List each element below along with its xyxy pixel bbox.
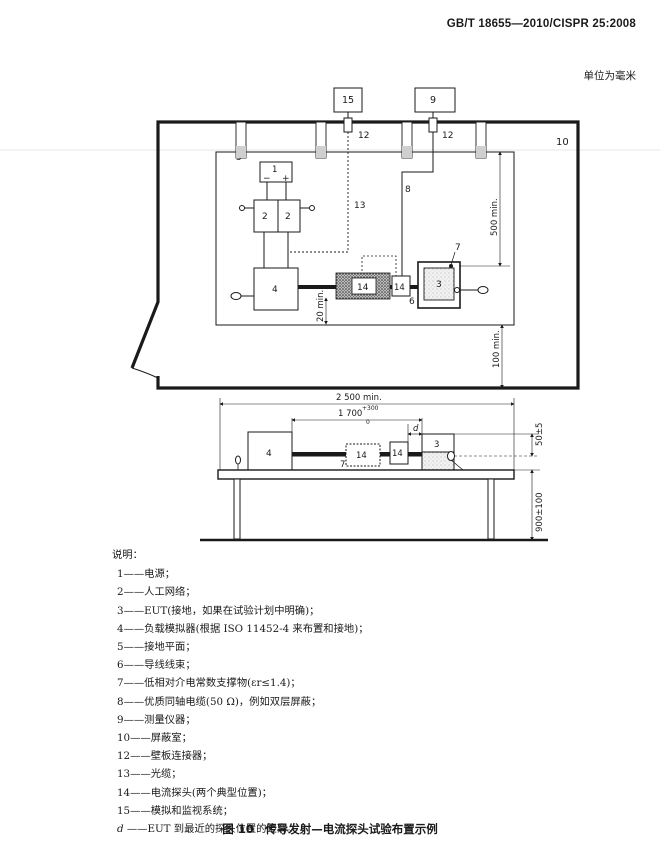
side-label-14-b: 14 xyxy=(392,449,403,459)
side-label-3: 3 xyxy=(434,440,439,450)
dim-20-min: 20 min. xyxy=(316,290,326,322)
label-1: 1 xyxy=(272,165,277,175)
dim-50: 50±5 xyxy=(535,423,545,446)
legend-item: d ——EUT 到最近的探头位置的距离。 xyxy=(117,823,298,836)
power-minus: − xyxy=(263,174,271,184)
label-3: 3 xyxy=(436,280,442,290)
label-15: 15 xyxy=(342,95,354,106)
label-2-left: 2 xyxy=(262,212,268,222)
current-probe-position-2 xyxy=(391,275,411,297)
label-12-left: 12 xyxy=(358,131,369,141)
legend-item: 15——模拟和监视系统； xyxy=(117,804,234,817)
dim-900: 900±100 xyxy=(535,492,545,532)
legend-title: 说明： xyxy=(112,549,143,561)
measuring-instrument-box xyxy=(414,87,456,113)
label-12-right: 12 xyxy=(442,131,453,141)
test-bench-leg-right xyxy=(487,478,495,540)
legend-item: 6——导线线束； xyxy=(117,659,196,672)
optical-fibre-top xyxy=(288,132,349,253)
unit-note: 单位为毫米 xyxy=(583,70,637,82)
legend-item: 10——屏蔽室； xyxy=(117,732,192,745)
bulkhead-connector-right xyxy=(428,117,438,133)
side-label-7: 7 xyxy=(340,460,345,470)
dim-500-min: 500 min. xyxy=(490,198,500,236)
dim-1700: 1 700 xyxy=(338,409,362,419)
legend-item: 4——负载模拟器(根据 ISO 11452-4 来布置和接地)； xyxy=(117,622,369,635)
top-view: 10 15 9 12 12 5 1 − + 2 2 xyxy=(130,87,580,390)
legend-item: 2——人工网络； xyxy=(117,586,196,599)
test-bench-top xyxy=(217,469,515,480)
artificial-network-right xyxy=(277,199,301,233)
standard-header: GB/T 18655—2010/CISPR 25:2008 xyxy=(446,18,636,30)
legend-item: 1——电源； xyxy=(117,568,176,581)
bulkhead-connector-left xyxy=(343,117,353,133)
legend-item: 13——光缆； xyxy=(117,768,182,781)
test-bench-leg-left xyxy=(233,478,241,540)
power-plus: + xyxy=(282,174,290,184)
legend-item: 3——EUT(接地，如果在试验计划中明确)； xyxy=(117,604,320,617)
legend: 说明： 1——电源； 2——人工网络； 3——EUT(接地，如果在试验计划中明确… xyxy=(112,546,369,838)
label-14-top-a: 14 xyxy=(357,283,369,293)
power-supply xyxy=(259,161,293,183)
legend-item: 9——测量仪器； xyxy=(117,713,196,726)
label-7: 7 xyxy=(455,243,461,253)
label-4: 4 xyxy=(272,285,278,295)
label-8: 8 xyxy=(405,185,411,195)
load-simulator-side xyxy=(247,431,293,471)
current-probe-side-2 xyxy=(389,441,409,465)
label-10: 10 xyxy=(556,137,569,148)
label-2-right: 2 xyxy=(285,212,291,222)
load-simulator xyxy=(253,267,299,311)
dim-2500-min: 2 500 min. xyxy=(336,393,382,403)
figure-caption: 图 10 传导发射—电流探头试验布置示例 xyxy=(222,822,438,836)
side-label-4: 4 xyxy=(266,449,272,459)
label-14-top-b: 14 xyxy=(394,283,405,293)
legend-item: 12——壁板连接器； xyxy=(117,750,213,763)
side-label-14-a: 14 xyxy=(356,451,367,461)
dim-100-min: 100 min. xyxy=(492,330,502,368)
eut xyxy=(423,267,455,301)
artificial-network-left xyxy=(253,199,279,233)
label-6: 6 xyxy=(409,297,415,307)
legend-item: 5——接地平面； xyxy=(117,641,196,654)
label-13: 13 xyxy=(354,201,365,211)
side-view: 2 500 min. 1 700 +300 0 d 4 7 14 14 3 xyxy=(200,393,548,542)
coaxial-cable-top xyxy=(401,132,434,276)
legend-item: 7——低相对介电常数支撑物(εr≤1.4)； xyxy=(117,677,301,690)
shielded-room-outline xyxy=(130,120,580,390)
dim-d: d xyxy=(413,424,419,434)
legend-item: 14——电流探头(两个典型位置)； xyxy=(117,786,273,799)
dim-1700-lower-tol: 0 xyxy=(366,419,370,426)
legend-item: 8——优质同轴电缆(50 Ω)，例如双层屏蔽； xyxy=(117,695,322,708)
monitoring-system-box xyxy=(333,87,363,113)
dim-1700-upper-tol: +300 xyxy=(362,405,379,412)
label-9: 9 xyxy=(430,95,436,106)
shielded-room-door-arc xyxy=(131,367,159,379)
